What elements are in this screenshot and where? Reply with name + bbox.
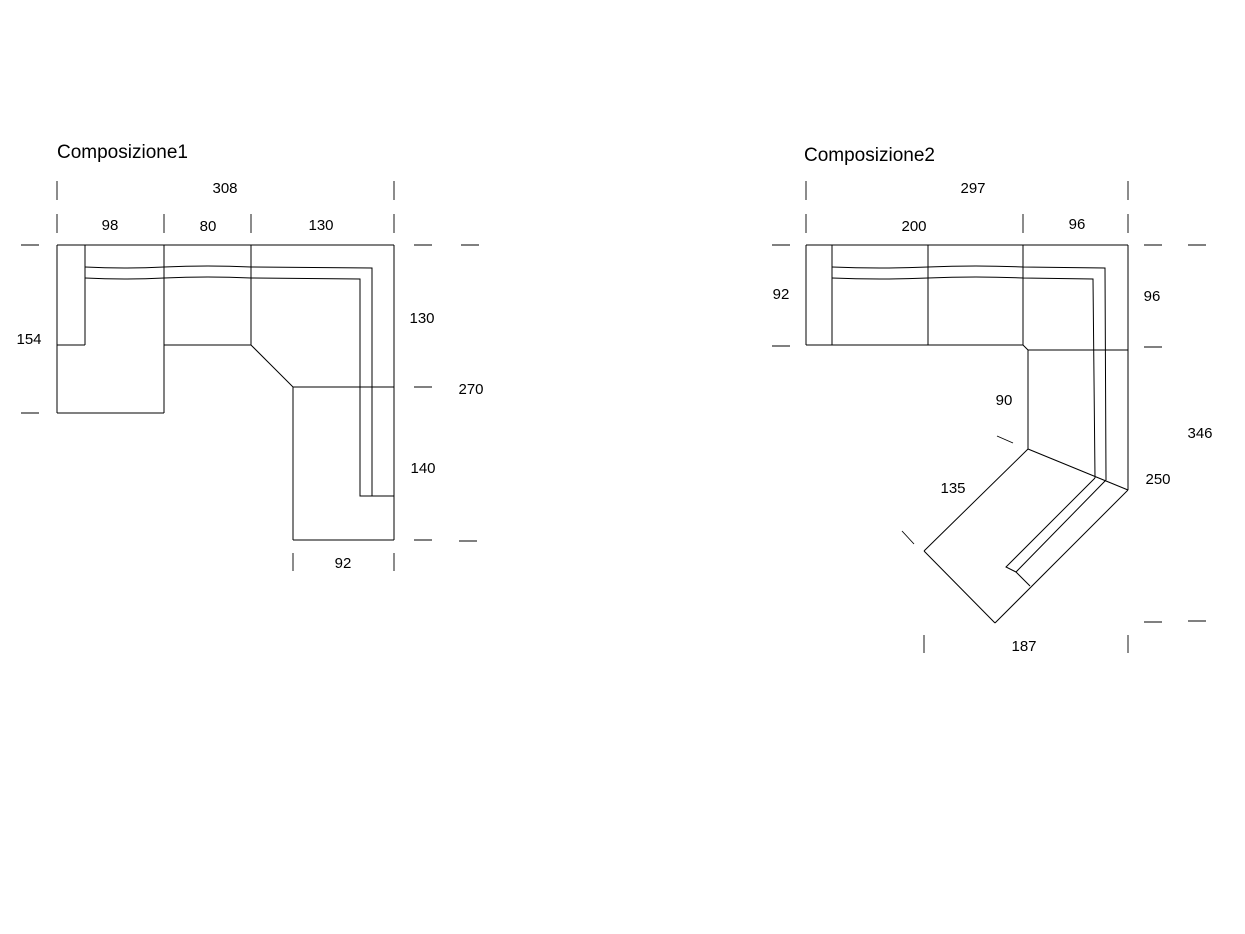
c2-dim-right-upper: 96 <box>1144 288 1161 305</box>
c1-dim-right-upper: 130 <box>409 310 434 327</box>
c1-backrest-lines <box>84 265 394 497</box>
c2-dim-diag-length: 250 <box>1145 471 1170 488</box>
c2-backrest-lines <box>831 265 1107 587</box>
c1-dim-right-total: 270 <box>458 381 483 398</box>
c2-dimension-ticks <box>772 181 1206 653</box>
c1-dim-total-width: 308 <box>212 180 237 197</box>
c2-dim-total-height: 346 <box>1187 425 1212 442</box>
c1-dim-module-3: 130 <box>308 217 333 234</box>
c1-dim-bottom-width: 92 <box>335 555 352 572</box>
composizione1-title: Composizione1 <box>57 142 188 163</box>
composizione1-group: Composizione1 308 98 80 130 154 130 270 … <box>16 142 483 572</box>
c2-dim-inner-depth: 90 <box>996 392 1013 409</box>
c2-dim-module-a: 200 <box>901 218 926 235</box>
composizione2-group: Composizione2 297 200 96 92 96 90 346 13… <box>772 145 1213 655</box>
composizione2-title: Composizione2 <box>804 145 935 166</box>
c2-dim-diag-depth: 135 <box>940 480 965 497</box>
c1-dim-right-lower: 140 <box>410 460 435 477</box>
c1-dim-module-1: 98 <box>102 217 119 234</box>
c1-sofa-outline <box>56 244 395 541</box>
c2-sofa-outline <box>805 244 1129 624</box>
c2-dim-module-b: 96 <box>1069 216 1086 233</box>
c2-dim-left-depth: 92 <box>773 286 790 303</box>
c2-dim-total-width: 297 <box>960 180 985 197</box>
c1-dim-module-2: 80 <box>200 218 217 235</box>
c1-dimension-ticks <box>21 181 479 571</box>
c1-dim-left-depth: 154 <box>16 331 41 348</box>
c2-dim-bottom-width: 187 <box>1011 638 1036 655</box>
